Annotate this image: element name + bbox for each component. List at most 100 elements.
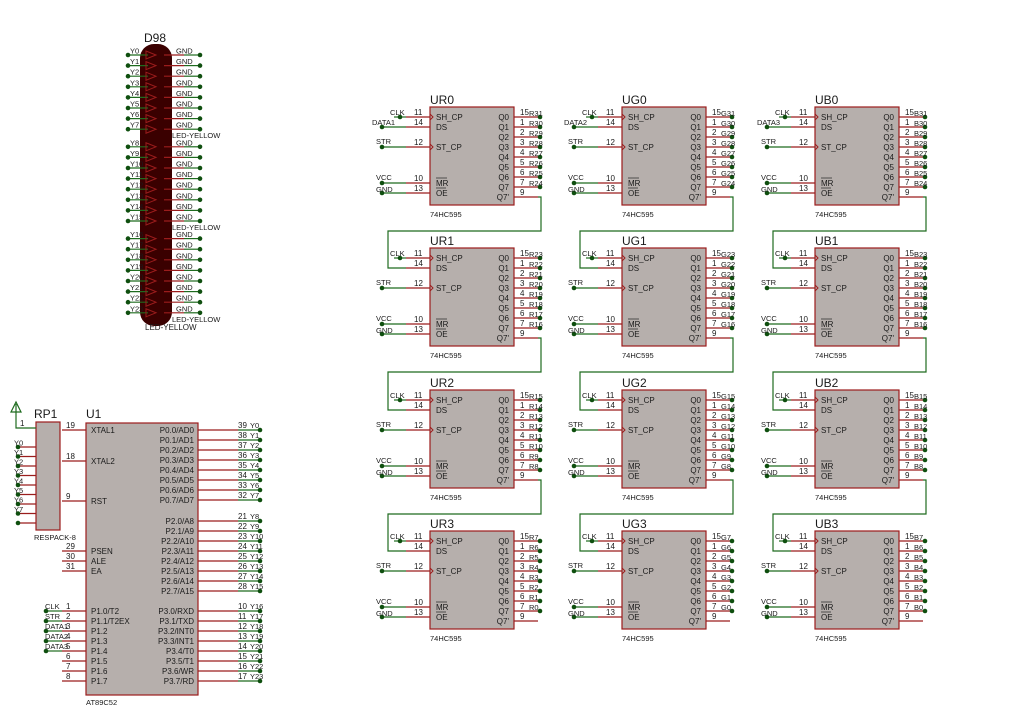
- junction-dot: [257, 648, 263, 654]
- output-net-label: B11: [914, 432, 927, 441]
- junction-dot: [922, 538, 928, 544]
- junction-dot: [257, 528, 263, 534]
- output-net-label: R27: [529, 149, 543, 158]
- u1-net-label: Y0: [250, 421, 259, 430]
- shift-register-ug1[interactable]: UG174HC59511SH_CP14DS12ST_CP10MR13OECLKS…: [568, 234, 735, 360]
- shift-register-ug0[interactable]: UG074HC59511SH_CP14DS12ST_CP10MR13OECLKS…: [564, 93, 735, 219]
- register-pin-number: 4: [905, 148, 910, 157]
- shift-register-ub3[interactable]: UB374HC59511SH_CP14DS12ST_CP10MR13OECLKS…: [761, 517, 928, 643]
- u1-net-label: Y15: [250, 582, 263, 591]
- shift-register-ub0[interactable]: UB074HC59511SH_CP14DS12ST_CP10MR13OECLKS…: [757, 93, 927, 219]
- u1-pin-name: P3.4/T0: [166, 647, 195, 656]
- register-pin-name: MR: [821, 603, 834, 612]
- str-net-label: STR: [376, 561, 392, 570]
- shift-register-ug2[interactable]: UG274HC59511SH_CP14DS12ST_CP10MR13OECLKS…: [568, 376, 735, 502]
- register-pin-name: ST_CP: [821, 426, 847, 435]
- led-diode-icon: [145, 265, 158, 276]
- register-pin-name: OE: [821, 189, 833, 198]
- output-net-label: B3: [914, 573, 923, 582]
- u1-pin-number: 34: [238, 471, 247, 480]
- register-pin-name: Q4: [498, 153, 509, 162]
- junction-dot: [257, 638, 263, 644]
- junction-dot: [197, 116, 203, 121]
- junction-dot: [764, 604, 770, 610]
- junction-dot: [571, 124, 577, 130]
- register-pin-number: 10: [606, 457, 615, 466]
- u1-net-label: DATA1: [45, 622, 68, 631]
- shift-register-ur2[interactable]: UR274HC59511SH_CP14DS12ST_CP10MR13OECLKS…: [376, 376, 543, 502]
- register-pin-name: Q3: [690, 284, 701, 293]
- led-net-label: Y7: [130, 121, 139, 130]
- output-net-label: R20: [529, 280, 543, 289]
- led-net-label: Y0: [130, 47, 139, 56]
- shift-register-ub1[interactable]: UB174HC59511SH_CP14DS12ST_CP10MR13OECLKS…: [761, 234, 927, 360]
- led-diode-icon: [145, 82, 158, 92]
- junction-dot: [764, 463, 770, 469]
- output-net-label: G22: [721, 260, 735, 269]
- register-pin-name: OE: [821, 330, 833, 339]
- register-pin-name: SH_CP: [436, 113, 463, 122]
- u1-pin-name: P0.3/AD3: [160, 456, 195, 465]
- junction-dot: [922, 417, 928, 423]
- output-net-label: R11: [529, 432, 542, 441]
- register-part: 74HC595: [430, 210, 462, 219]
- output-net-label: B13: [914, 412, 927, 421]
- register-pin-name: Q7': [497, 334, 510, 343]
- register-pin-number: 11: [799, 532, 808, 541]
- output-net-label: G13: [721, 412, 735, 421]
- str-net-label: STR: [568, 278, 584, 287]
- shift-register-ug3[interactable]: UG374HC59511SH_CP14DS12ST_CP10MR13OECLKS…: [568, 517, 735, 643]
- led-diode-icon: [145, 297, 158, 307]
- led-gnd-label: GND: [176, 160, 193, 169]
- shift-register-ur3[interactable]: UR374HC59511SH_CP14DS12ST_CP10MR13OECLKS…: [376, 517, 543, 643]
- microcontroller-u1[interactable]: U1 19XTAL118XTAL29RST29PSEN30ALE31EA1P1.…: [43, 407, 264, 707]
- register-pin-name: Q2: [498, 416, 509, 425]
- register-pin-name: Q1: [883, 264, 894, 273]
- register-pin-number: 5: [905, 582, 910, 591]
- register-pin-name: OE: [821, 472, 833, 481]
- output-net-label: B2: [914, 583, 923, 592]
- register-pin-number: 15: [520, 532, 529, 541]
- led-net-label: Y2: [130, 68, 139, 77]
- register-pin-number: 9: [520, 188, 525, 197]
- register-pin-name: ST_CP: [628, 143, 654, 152]
- register-pin-number: 11: [414, 532, 423, 541]
- register-pin-number: 10: [414, 457, 423, 466]
- register-pin-name: Q5: [498, 304, 509, 313]
- register-pin-name: DS: [436, 264, 447, 273]
- shift-register-ur1[interactable]: UR174HC59511SH_CP14DS12ST_CP10MR13OECLKS…: [376, 234, 543, 360]
- register-pin-number: 7: [905, 319, 910, 328]
- u1-pin-number: 36: [238, 451, 247, 460]
- output-net-label: R9: [529, 452, 539, 461]
- junction-dot: [729, 588, 735, 594]
- u1-pin-name: P2.0/A8: [166, 517, 195, 526]
- register-pin-name: Q5: [690, 163, 701, 172]
- u1-pin-name: EA: [91, 567, 102, 576]
- register-pin-name: Q1: [883, 547, 894, 556]
- output-net-label: G25: [721, 169, 735, 178]
- register-pin-number: 15: [905, 391, 914, 400]
- output-net-label: B18: [914, 300, 927, 309]
- junction-dot: [197, 105, 203, 111]
- output-net-label: B7: [914, 533, 923, 542]
- shift-register-ur0[interactable]: UR074HC59511SH_CP14DS12ST_CP10MR13OECLKS…: [372, 93, 543, 219]
- register-pin-number: 3: [905, 279, 910, 288]
- register-pin-name: Q3: [883, 567, 894, 576]
- vcc-net-label: VCC: [568, 597, 584, 606]
- register-part: 74HC595: [815, 493, 847, 502]
- register-ref: UB1: [815, 234, 839, 248]
- register-pin-number: 5: [712, 582, 717, 591]
- junction-dot: [729, 275, 735, 281]
- output-net-label: B22: [914, 260, 927, 269]
- register-pin-name: Q2: [883, 133, 894, 142]
- led-net-label: Y6: [130, 110, 139, 119]
- u1-pin-name: ALE: [91, 557, 106, 566]
- junction-dot: [729, 124, 735, 130]
- register-pin-name: Q6: [690, 314, 701, 323]
- junction-dot: [729, 437, 735, 443]
- register-pin-name: MR: [628, 603, 641, 612]
- shift-register-ub2[interactable]: UB274HC59511SH_CP14DS12ST_CP10MR13OECLKS…: [761, 376, 927, 502]
- junction-dot: [197, 186, 203, 192]
